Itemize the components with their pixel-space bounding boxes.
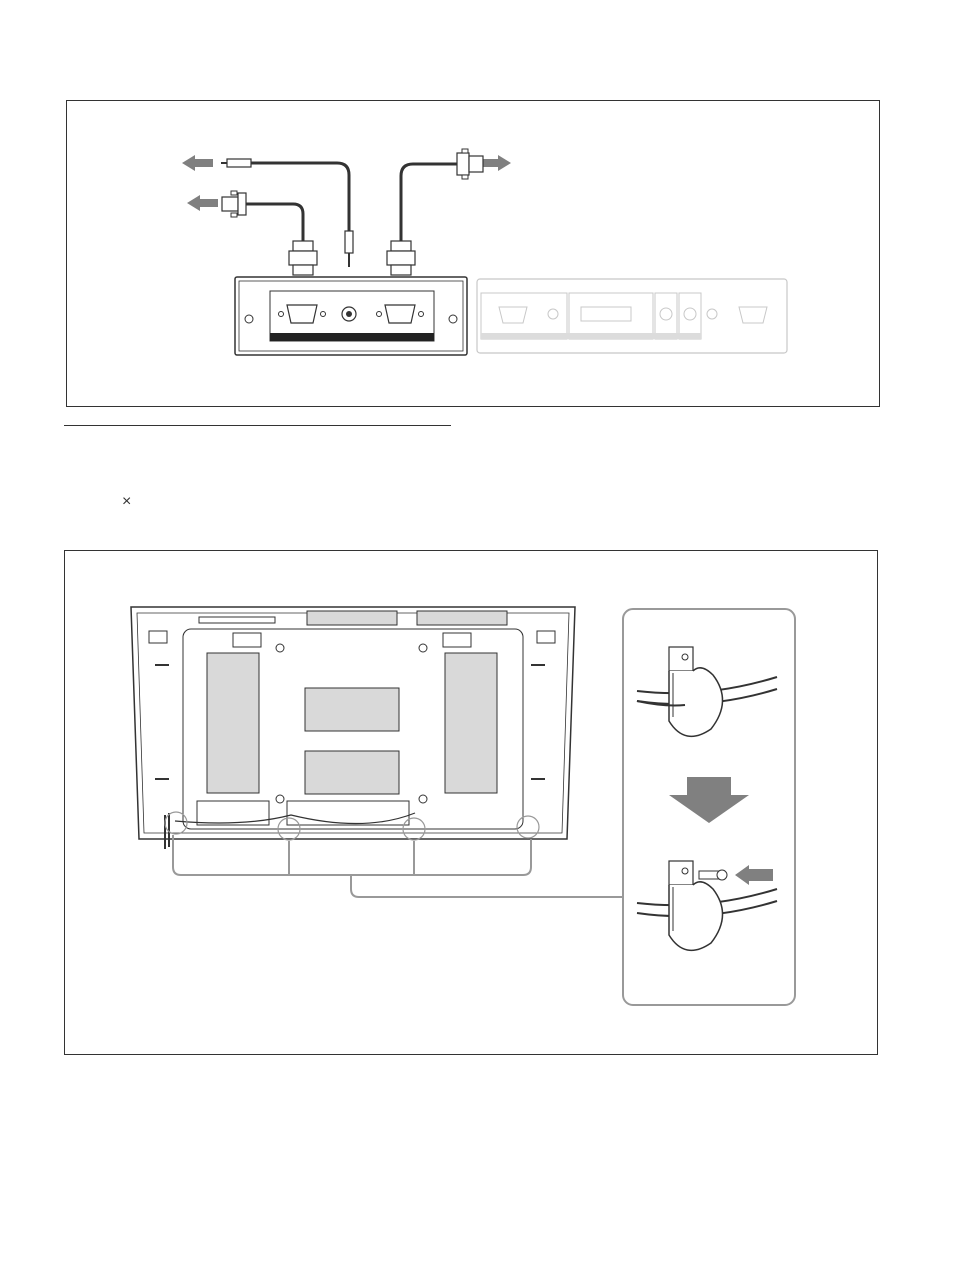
dsub-left-plug-icon bbox=[222, 191, 246, 217]
cable-clamp-figure bbox=[64, 550, 878, 1055]
arrow-left-bottom bbox=[187, 195, 218, 211]
arrow-left-top bbox=[182, 155, 213, 171]
dsub-right-plug-icon bbox=[457, 149, 483, 179]
audio-cable bbox=[287, 163, 349, 231]
audio-plug-icon bbox=[221, 159, 287, 167]
connection-diagram-figure bbox=[66, 100, 880, 407]
dsub-plug-left-vertical-icon bbox=[289, 241, 317, 275]
dsub-left-cable bbox=[246, 204, 303, 241]
option-board bbox=[235, 277, 467, 355]
multiplication-sign: × bbox=[122, 492, 131, 512]
audio-plug-vertical-icon bbox=[345, 231, 353, 267]
connection-diagram bbox=[67, 101, 879, 406]
audio-jack-port bbox=[342, 307, 356, 321]
section-rule bbox=[64, 425, 451, 426]
monitor-rear-view bbox=[131, 607, 575, 849]
cable-clamp-diagram bbox=[65, 551, 877, 1054]
main-terminal-panel-faded bbox=[477, 279, 787, 353]
dsub-plug-right-vertical-icon bbox=[387, 241, 415, 275]
callout-lines bbox=[173, 835, 623, 897]
arrow-right bbox=[481, 155, 511, 171]
clamp-detail-panel bbox=[623, 609, 795, 1005]
screw-icon bbox=[699, 871, 719, 879]
dsub-right-cable bbox=[401, 164, 457, 241]
